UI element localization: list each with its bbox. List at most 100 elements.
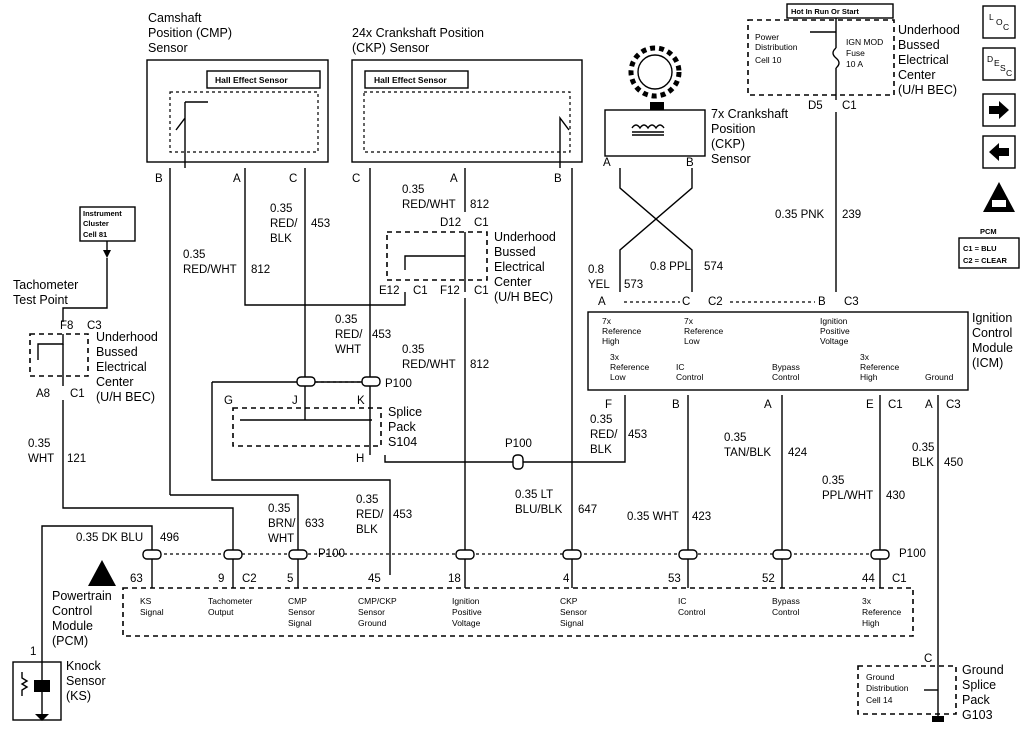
icm-pin-a-gnd: A <box>925 399 933 411</box>
splice-dashed <box>232 407 382 447</box>
next-button[interactable] <box>982 93 1016 127</box>
loc-button[interactable] <box>982 5 1016 39</box>
wire-573 <box>619 168 693 292</box>
svg-text:C1: C1 <box>892 573 907 585</box>
svg-text:Sensor: Sensor <box>560 607 587 617</box>
svg-text:0.35 WHT: 0.35 WHT <box>627 511 679 523</box>
cmp-wires: 0.35 RED/ 453 BLK 0.35 RED/WHT 812 <box>169 168 406 550</box>
cmp-inner-dotted <box>169 91 319 153</box>
ckp24-hall-box <box>364 70 469 89</box>
svg-text:5: 5 <box>287 573 293 585</box>
w812c-num: 812 <box>470 359 489 371</box>
ks-ground-icon <box>35 714 49 721</box>
ic-label-1: Instrument <box>83 209 122 218</box>
svg-text:J: J <box>292 395 298 407</box>
svg-text:0.35: 0.35 <box>724 432 746 444</box>
svg-text:Splice: Splice <box>388 405 422 419</box>
svg-text:Positive: Positive <box>452 607 482 617</box>
tach-label-2: Test Point <box>13 293 68 307</box>
svg-text:BLK: BLK <box>356 524 378 536</box>
svg-text:Control: Control <box>772 607 800 617</box>
esd-pcm-icon <box>88 560 116 586</box>
cmp-switch <box>175 102 186 168</box>
prev-button[interactable] <box>982 135 1016 169</box>
w453b-color: RED/ <box>335 329 363 341</box>
svg-text:Low: Low <box>610 372 626 382</box>
p100-row: 0.35 DK BLU 496 P100 P100 <box>41 525 926 650</box>
svg-text:CKP: CKP <box>560 596 578 606</box>
ic-label-3: Cell 81 <box>83 230 107 239</box>
w453a-gauge: 0.35 <box>270 203 292 215</box>
ckp24-pin-c: C <box>352 173 360 185</box>
svg-text:BLK: BLK <box>912 457 934 469</box>
cmp-sensor: Camshaft Position (CMP) Sensor Hall Effe… <box>146 11 329 185</box>
svg-text:O: O <box>996 17 1003 27</box>
svg-text:Distribution: Distribution <box>866 683 909 693</box>
svg-text:Control: Control <box>676 372 704 382</box>
wire-239-num: 239 <box>842 209 861 221</box>
icm-label-4: (ICM) <box>972 356 1003 370</box>
ckp24-title-1: 24x Crankshaft Position <box>352 26 484 40</box>
conn-f8: F8 <box>60 320 73 332</box>
svg-text:Reference: Reference <box>862 607 901 617</box>
splice-pack: P100 G J K Splice Pack S104 H 0.35 RED/ … <box>211 376 422 575</box>
conn-e12: E12 <box>379 285 399 297</box>
ubec-left-5: (U/H BEC) <box>96 390 155 404</box>
p100-mid-connector <box>512 454 524 470</box>
svg-text:Sensor: Sensor <box>358 607 385 617</box>
wire-453-ground <box>211 382 391 575</box>
svg-text:Ignition: Ignition <box>820 316 848 326</box>
ckp24-inner-dotted <box>363 91 571 153</box>
conn-a8-c1: C1 <box>70 388 85 400</box>
svg-text:P100: P100 <box>318 548 345 560</box>
w812b-gauge: 0.35 <box>402 184 424 196</box>
cmp-hall-box <box>206 70 321 89</box>
ks-pin: 1 <box>30 646 36 658</box>
ubec-mid-5: (U/H BEC) <box>494 290 553 304</box>
pcm-note-c1: C1 = BLU <box>963 244 997 253</box>
ckp24-switch <box>559 115 570 168</box>
svg-text:High: High <box>860 372 878 382</box>
pd-label-3: Cell 10 <box>755 55 782 65</box>
desc-button[interactable] <box>982 47 1016 81</box>
ground-dashed <box>857 665 957 715</box>
icm-pin-a: A <box>764 399 772 411</box>
svg-text:Reference: Reference <box>860 362 899 372</box>
icm-conn-c2: C2 <box>708 296 723 308</box>
svg-text:Cell 14: Cell 14 <box>866 695 893 705</box>
ckp7-title-3: (CKP) <box>711 137 745 151</box>
svg-text:H: H <box>356 453 364 465</box>
ubec-top-1: Underhood <box>898 23 960 37</box>
svg-text:Control: Control <box>52 604 92 618</box>
svg-text:Bypass: Bypass <box>772 596 800 606</box>
wire-121-num: 121 <box>67 453 86 465</box>
fuse-block: Hot In Run Or Start Power Distribution C… <box>747 3 960 292</box>
conn-f12: F12 <box>440 285 460 297</box>
esd-warning-icon <box>983 182 1015 212</box>
svg-text:18: 18 <box>448 573 461 585</box>
svg-text:G: G <box>224 395 233 407</box>
wire-574 <box>619 168 693 292</box>
svg-text:9: 9 <box>218 573 224 585</box>
ckp24-hall-label: Hall Effect Sensor <box>374 75 447 85</box>
svg-text:0.35: 0.35 <box>590 414 612 426</box>
ubec-left-1: Underhood <box>96 330 158 344</box>
w453a-color2: BLK <box>270 233 292 245</box>
svg-text:BLU/BLK: BLU/BLK <box>515 504 563 516</box>
icm-wires: 0.35 RED/ 453 BLK 0.35 TAN/BLK 424 0.35 … <box>384 395 963 650</box>
wire-239-color: 0.35 PNK <box>775 209 825 221</box>
pcm-note-c2: C2 = CLEAR <box>963 256 1008 265</box>
svg-text:Reference: Reference <box>610 362 649 372</box>
svg-text:BLK: BLK <box>590 444 612 456</box>
ubec-mid-4: Center <box>494 275 532 289</box>
icm-label-1: Ignition <box>972 311 1012 325</box>
left-tach-area: Instrument Cluster Cell 81 Tachometer Te… <box>13 206 234 550</box>
svg-text:423: 423 <box>692 511 711 523</box>
svg-text:0.35: 0.35 <box>912 442 934 454</box>
svg-text:0.35: 0.35 <box>822 475 844 487</box>
svg-text:Signal: Signal <box>140 607 164 617</box>
w812a-color: RED/WHT <box>183 264 237 276</box>
ckp24-sensor: 24x Crankshaft Position (CKP) Sensor Hal… <box>351 26 583 185</box>
ubec-left-dashed <box>29 333 89 377</box>
